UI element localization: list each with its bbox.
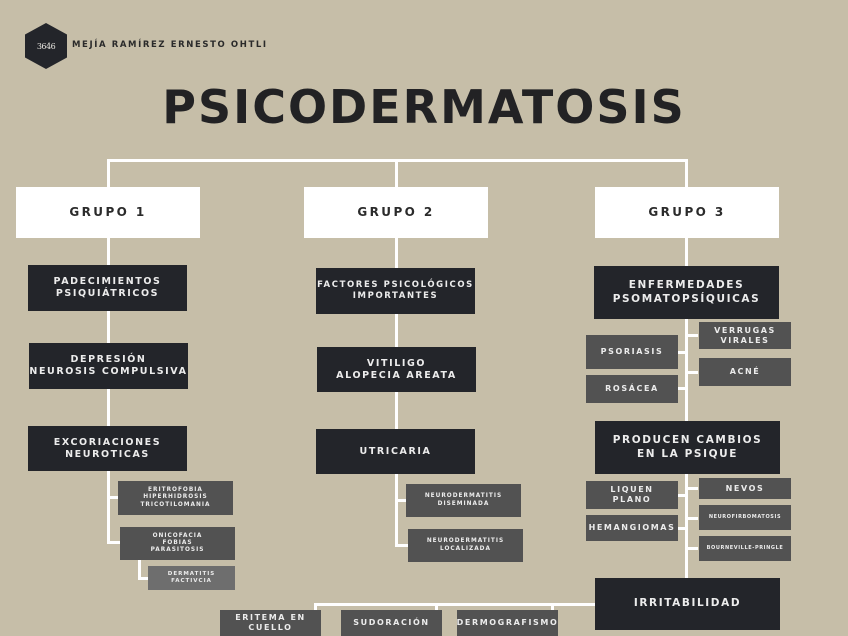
group3-verrugas: VERRUGAS VIRALES: [699, 322, 791, 349]
connector-irritabilidad-horizontal: [314, 603, 596, 606]
connector-g3-liquen: [677, 494, 687, 497]
connector-sudoracion: [435, 603, 438, 611]
group2-subitem-diseminada: NEURODERMATITIS DISEMINADA: [406, 484, 521, 517]
group2-item-factores: FACTORES PSICOLÓGICOS IMPORTANTES: [316, 268, 475, 314]
group3-header: GRUPO 3: [595, 187, 779, 238]
group3-nevos: NEVOS: [699, 478, 791, 499]
group2-header: GRUPO 2: [304, 187, 488, 238]
connector-g3-bourneville: [686, 547, 698, 550]
irritabilidad-eritema: ERITEMA EN CUELLO: [220, 610, 321, 636]
group3-item-psomatopsiquicas: ENFERMEDADES PSOMATOPSÍQUICAS: [594, 266, 779, 319]
group3-acne: ACNÉ: [699, 358, 791, 386]
connector-dermografismo: [551, 603, 554, 611]
connector-g1-subsub-stem: [138, 558, 141, 579]
group1-item-padecimientos: PADECIMIENTOS PSIQUIÁTRICOS: [28, 265, 187, 311]
group1-subsubitem-dermatitis: DERMATITIS FACTIVCIA: [148, 566, 235, 590]
group3-rosacea: ROSÁCEA: [586, 375, 678, 403]
connector-g3-psoriasis: [677, 351, 687, 354]
group1-item-excoriaciones: EXCORIACIONES NEUROTICAS: [28, 426, 187, 471]
author-logo-hexagon: 3646: [25, 23, 67, 69]
connector-g1-sub1: [107, 496, 121, 499]
group3-bourneville-pringle: BOURNEVILLE-PRINGLE: [699, 536, 791, 561]
irritabilidad-dermografismo: DERMOGRAFISMO: [457, 610, 558, 636]
connector-g1-subsub: [138, 577, 150, 580]
logo-text: 3646: [36, 41, 56, 51]
connector-group3-stem: [685, 159, 688, 579]
connector-g3-verrugas: [686, 334, 698, 337]
group1-subitem-eritrofobia: ERITROFOBIA HIPERHIDROSIS TRICOTILOMANIA: [118, 481, 233, 515]
group3-hemangiomas: HEMANGIOMAS: [586, 515, 678, 541]
connector-g3-nevos: [686, 487, 698, 490]
connector-g3-hemangiomas: [677, 527, 687, 530]
group3-item-irritabilidad: IRRITABILIDAD: [595, 578, 780, 630]
group1-header: GRUPO 1: [16, 187, 200, 238]
connector-g3-rosacea: [677, 387, 687, 390]
group3-item-cambios-psique: PRODUCEN CAMBIOS EN LA PSIQUE: [595, 421, 780, 474]
author-name: MEJÍA RAMÍREZ ERNESTO OHTLI: [72, 40, 268, 50]
connector-g1-sub2: [107, 541, 121, 544]
group1-item-depresion: DEPRESIÓN NEUROSIS COMPULSIVA: [29, 343, 188, 389]
group2-item-utricaria: UTRICARIA: [316, 429, 475, 474]
group1-subitem-onicofacia: ONICOFACIA FOBIAS PARASITOSIS: [120, 527, 235, 560]
page-title: PSICODERMATOSIS: [162, 80, 686, 134]
group2-item-vitiligo: VITILIGO ALOPECIA AREATA: [317, 347, 476, 392]
connector-g2-sub2: [395, 544, 409, 547]
connector-g3-neurofib: [686, 517, 698, 520]
group3-psoriasis: PSORIASIS: [586, 335, 678, 369]
irritabilidad-sudoracion: SUDORACIÓN: [341, 610, 442, 636]
connector-g2-sub1: [395, 499, 407, 502]
group3-liquen-plano: LIQUEN PLANO: [586, 481, 678, 509]
connector-g3-acne: [686, 371, 698, 374]
group3-neurofibromatosis: NEUROFIRBOMATOSIS: [699, 505, 791, 530]
connector-eritema: [314, 603, 317, 611]
group2-subitem-localizada: NEURODERMATITIS LOCALIZADA: [408, 529, 523, 562]
